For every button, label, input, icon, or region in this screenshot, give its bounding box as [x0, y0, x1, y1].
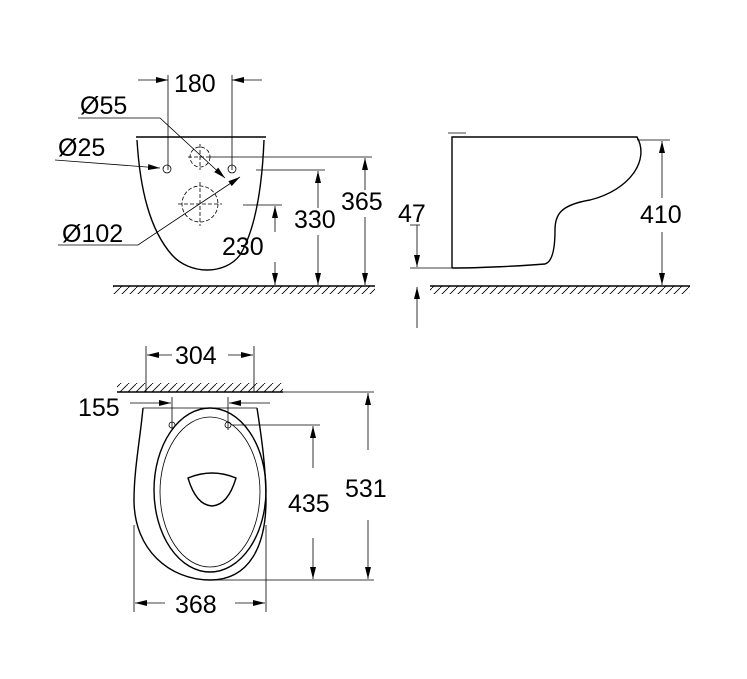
- dim-368: 368: [175, 591, 217, 619]
- dim-180: 180: [174, 70, 216, 98]
- side-outline: [451, 136, 642, 269]
- dim-230: 230: [222, 233, 264, 261]
- floor-hatch-side: [430, 286, 690, 294]
- dim-435: 435: [288, 490, 330, 518]
- seat-outer: [153, 407, 267, 573]
- dim-304: 304: [175, 342, 217, 370]
- dim-330: 330: [294, 206, 336, 234]
- side-view: 47 410: [398, 132, 690, 328]
- dim-531: 531: [345, 475, 387, 503]
- dim-d25: Ø25: [58, 134, 105, 162]
- top-view: 304 155 435 531 368: [78, 342, 387, 619]
- floor-hatch: [113, 286, 375, 294]
- dim-d102: Ø102: [62, 220, 123, 248]
- dim-365: 365: [341, 188, 383, 216]
- dim-410: 410: [640, 201, 682, 229]
- wall-hatch: [117, 383, 283, 392]
- hole-d25-left: [162, 164, 172, 174]
- front-view: 180 Ø55 Ø25 Ø102 230 330 365: [54, 70, 383, 294]
- dim-47: 47: [398, 200, 426, 228]
- dim-155: 155: [78, 394, 120, 422]
- dim-d55: Ø55: [80, 92, 127, 120]
- seat-inner: [159, 416, 261, 568]
- bowl-outline: [136, 136, 266, 271]
- flush-outlet: [187, 472, 237, 507]
